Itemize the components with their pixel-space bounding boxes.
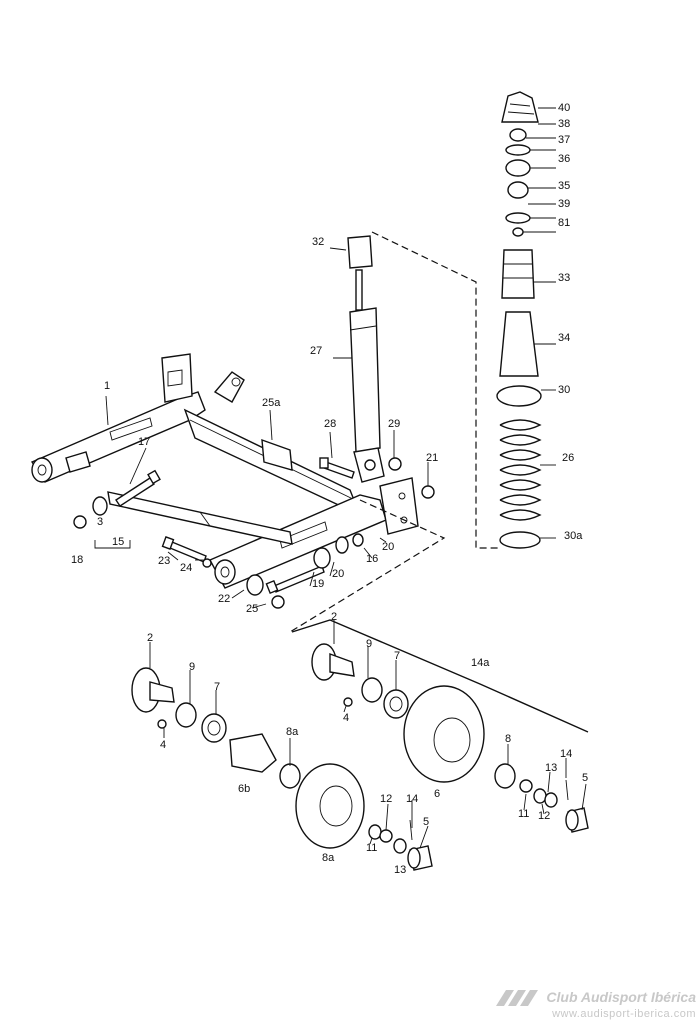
label-30a: 30a [564, 530, 583, 542]
label-39: 39 [558, 198, 571, 210]
label-9-left: 9 [189, 661, 196, 673]
label-32: 32 [312, 236, 325, 248]
label-2-left: 2 [147, 632, 154, 644]
panhard-rod [73, 491, 293, 549]
label-81: 81 [558, 217, 571, 229]
label-4-right: 4 [343, 712, 350, 724]
label-20-left: 20 [332, 568, 345, 580]
label-8: 8 [505, 733, 512, 745]
label-25a: 25a [262, 397, 281, 409]
hub-set-left [131, 667, 433, 871]
label-11-left: 11 [366, 842, 378, 854]
axle-beam [30, 353, 419, 589]
dash-strut [371, 231, 500, 549]
label-20-right: 20 [382, 541, 395, 553]
label-24: 24 [180, 562, 193, 574]
bracket-14a [291, 619, 589, 733]
label-6: 6 [434, 788, 441, 800]
label-12-left: 12 [380, 793, 393, 805]
club-logo-icon [496, 990, 539, 1006]
label-34: 34 [558, 332, 571, 344]
label-8a-upper: 8a [286, 726, 299, 738]
label-11-right: 11 [518, 808, 530, 820]
dash-axle [289, 499, 446, 633]
watermark-title: Club Audisport Ibérica [546, 989, 696, 1006]
label-23: 23 [158, 555, 171, 567]
label-33: 33 [558, 272, 571, 284]
label-38: 38 [558, 118, 571, 130]
label-7-right: 7 [394, 650, 401, 662]
label-4-left: 4 [160, 739, 167, 751]
label-13-right: 13 [545, 762, 558, 774]
label-30: 30 [558, 384, 571, 396]
label-28: 28 [324, 418, 337, 430]
label-29: 29 [388, 418, 401, 430]
label-35: 35 [558, 180, 571, 192]
label-22: 22 [218, 593, 231, 605]
label-14-right: 14 [560, 748, 573, 760]
hub-set-right [311, 643, 589, 833]
label-17: 17 [138, 436, 151, 448]
label-37: 37 [558, 134, 571, 146]
label-7-left: 7 [214, 681, 221, 693]
shock-absorber [347, 235, 385, 483]
label-12-right: 12 [538, 810, 551, 822]
label-18: 18 [71, 554, 84, 566]
bolt-23 [161, 536, 212, 568]
watermark-url: www.audisport-iberica.com [552, 1008, 696, 1020]
label-36: 36 [558, 153, 571, 165]
label-25: 25 [246, 603, 259, 615]
label-16: 16 [366, 553, 379, 565]
bolt-19 [265, 565, 325, 595]
label-27: 27 [310, 345, 323, 357]
label-14-left: 14 [406, 793, 419, 805]
label-1: 1 [104, 380, 111, 392]
label-13-left: 13 [394, 864, 407, 876]
strut-stack [496, 91, 542, 549]
label-21: 21 [426, 452, 439, 464]
label-40: 40 [558, 102, 571, 114]
label-2-right: 2 [331, 611, 338, 623]
label-9-right: 9 [366, 638, 373, 650]
label-19: 19 [312, 578, 325, 590]
label-5-left: 5 [423, 816, 430, 828]
label-26: 26 [562, 452, 575, 464]
watermark: Club Audisport Ibérica www.audisport-ibe… [492, 988, 696, 1020]
bushings [246, 485, 435, 609]
label-6b: 6b [238, 783, 251, 795]
label-15: 15 [112, 536, 125, 548]
bolt-17 [115, 469, 161, 507]
label-3: 3 [97, 516, 104, 528]
label-8a-lower: 8a [322, 852, 335, 864]
leader-lines [105, 107, 587, 849]
label-5-right: 5 [582, 772, 589, 784]
label-14a: 14a [471, 657, 490, 669]
